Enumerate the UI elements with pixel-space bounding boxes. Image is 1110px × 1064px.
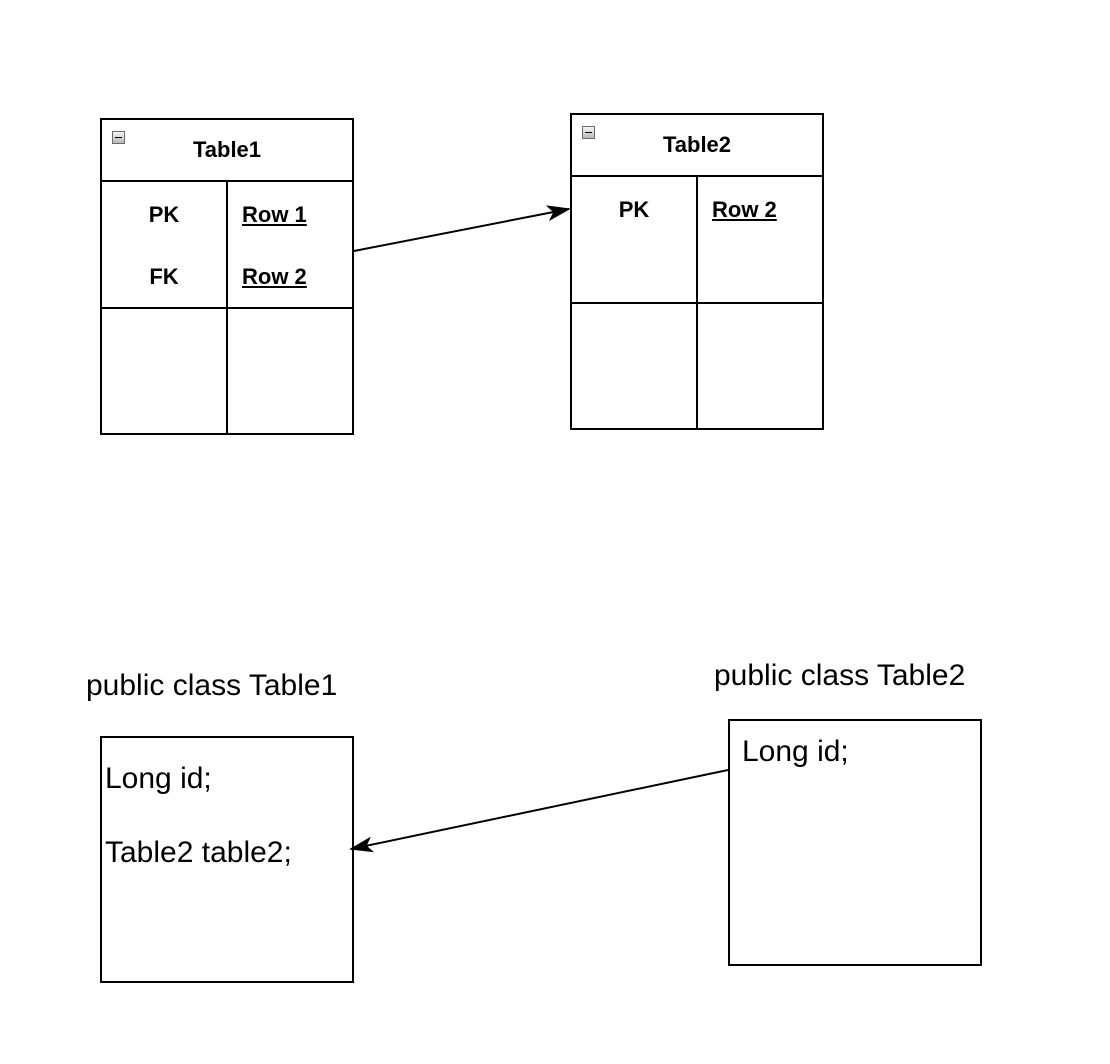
key-label-pk: PK [618,197,650,222]
collapse-minus-icon[interactable] [112,131,125,144]
row-name-row2[interactable]: Row 2 [242,264,307,289]
class-label-table1: public class Table1 [86,669,338,702]
er-table-header: Table1 [102,120,352,182]
er-table-table2[interactable]: Table2 PK Row 2 [570,113,824,430]
er-table-title: Table2 [662,132,732,157]
row-name-row1[interactable]: Row 1 [242,202,307,227]
row-divider [102,307,352,309]
field-long-id: Long id; [105,762,212,795]
class-box-table2[interactable]: Long id; [728,719,982,966]
er-table-table1[interactable]: Table1 PK Row 1 FK Row 2 [100,118,354,435]
class-label-table2: public class Table2 [714,659,966,692]
class-box-table1[interactable]: Long id; Table2 table2; [100,736,354,983]
field-long-id: Long id; [742,735,849,768]
row-name-row2[interactable]: Row 2 [712,197,777,222]
row-divider [572,302,822,304]
er-table-title: Table1 [192,137,262,162]
relation-arrow-table2-to-table1[interactable] [349,769,729,853]
er-table-header: Table2 [572,115,822,177]
collapse-minus-icon[interactable] [582,126,595,139]
key-label-fk: FK [149,264,179,289]
relation-arrow-table1-to-table2[interactable] [353,205,571,252]
field-table2: Table2 table2; [105,836,292,869]
key-label-pk: PK [148,202,180,227]
